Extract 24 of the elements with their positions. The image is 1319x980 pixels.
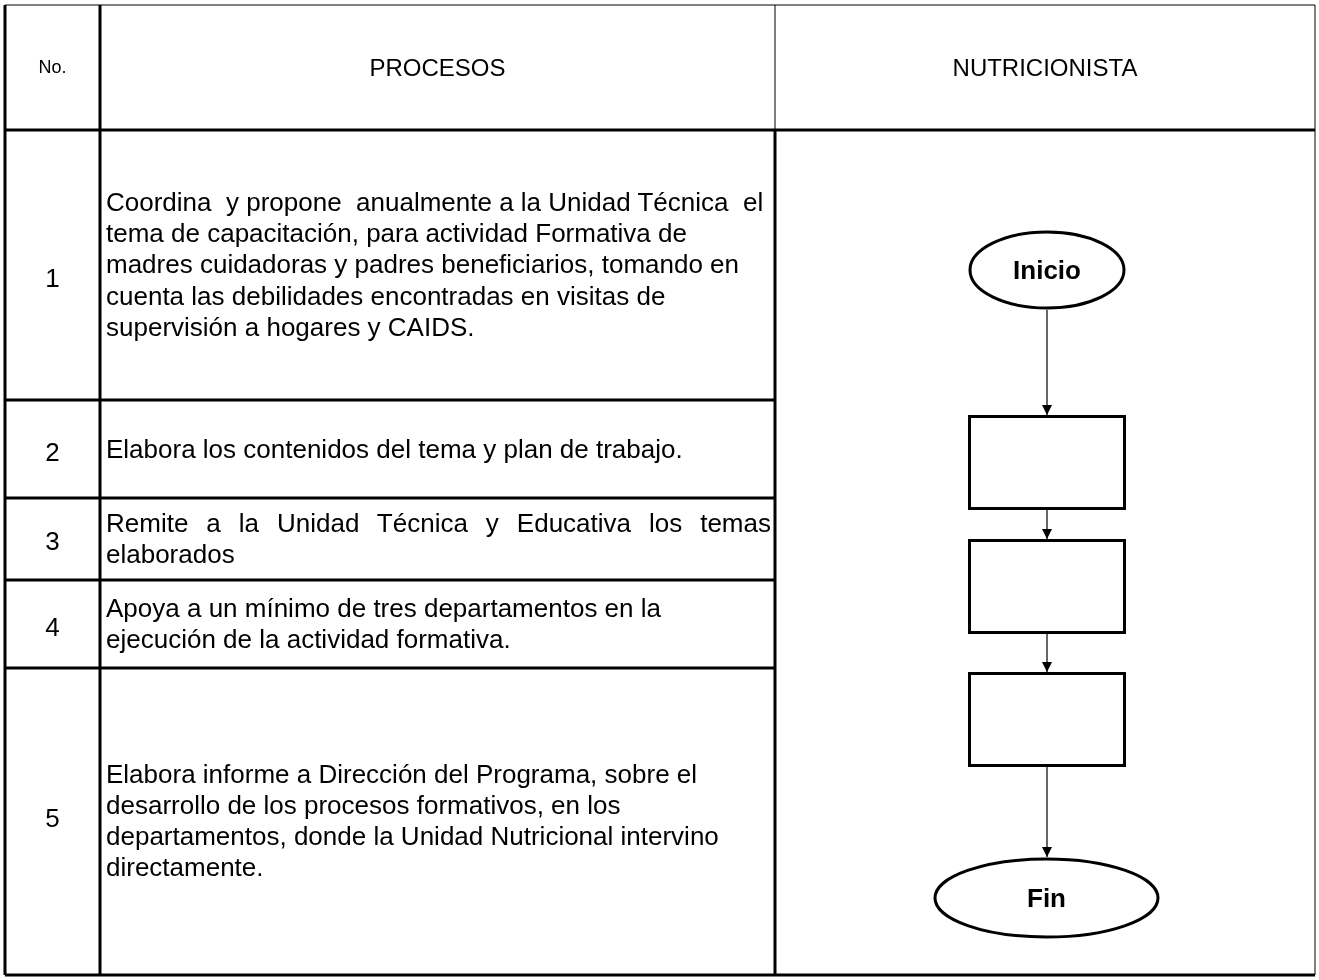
terminal-ellipse (933, 857, 1160, 939)
arrow (1042, 509, 1052, 540)
process-description: Elabora los contenidos del tema y plan de trabajo. (106, 433, 684, 465)
terminal-label: Inicio (1013, 254, 1081, 286)
process-box (968, 415, 1126, 510)
process-description: Coordina y propone anualmente a la Unidad Técnica el tema de capacitación, para actividad Formativa de madres cuidadoras y padres beneficiarios, tomando en cuenta las debilidades encontradas en visitas de supervisión a hogares y CAIDS. (106, 187, 765, 343)
process-description: Remite a la Unidad Técnica y Educativa los temas elaborados (106, 508, 771, 571)
process-box (968, 539, 1126, 634)
row-number: 2 (44, 436, 61, 468)
column-header: No. (37, 57, 68, 79)
arrow (1042, 309, 1052, 416)
terminal-label: Fin (1027, 882, 1066, 914)
process-description: Elabora informe a Dirección del Programa, sobre el desarrollo de los procesos formativos, en los departamentos, donde la Unidad Nutricional intervino directamente. (106, 758, 720, 884)
arrow (1042, 766, 1052, 858)
process-box (968, 672, 1126, 767)
terminal-ellipse (968, 230, 1126, 310)
arrow (1042, 633, 1052, 673)
process-description: Apoya a un mínimo de tres departamentos en la ejecución de la actividad formativa. (106, 593, 662, 656)
column-header: PROCESOS (368, 53, 507, 83)
column-header: NUTRICIONISTA (951, 53, 1139, 83)
row-number: 5 (44, 802, 61, 834)
row-number: 1 (44, 262, 61, 294)
row-number: 3 (44, 525, 61, 557)
row-number: 4 (44, 611, 61, 643)
